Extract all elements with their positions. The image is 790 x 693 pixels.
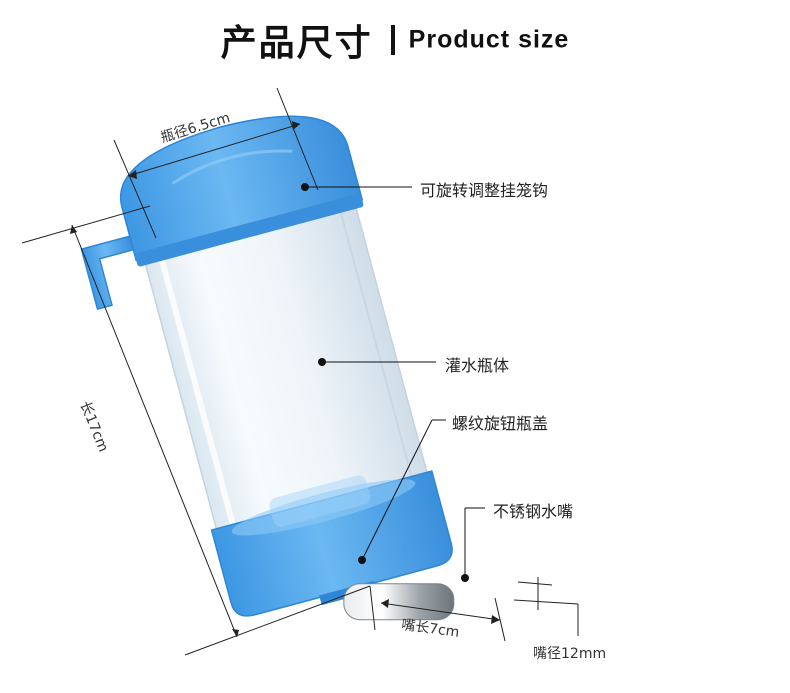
steel-nozzle <box>343 583 455 621</box>
label-nozzle: 不锈钢水嘴 <box>493 502 574 521</box>
bottom-cap <box>210 470 453 617</box>
title-divider <box>390 25 395 55</box>
dim-nozzle-diameter: 嘴径12mm <box>533 646 607 662</box>
label-cap: 螺纹旋钮瓶盖 <box>452 414 549 433</box>
top-cap <box>119 115 364 262</box>
title-cn: 产品尺寸 <box>220 23 373 64</box>
label-hook: 可旋转调整挂笼钩 <box>420 181 549 200</box>
bottle-group <box>80 115 455 621</box>
page-title: 产品尺寸 Product size <box>0 14 790 66</box>
label-bottle: 灌水瓶体 <box>445 356 510 375</box>
title-en: Product size <box>408 25 570 54</box>
